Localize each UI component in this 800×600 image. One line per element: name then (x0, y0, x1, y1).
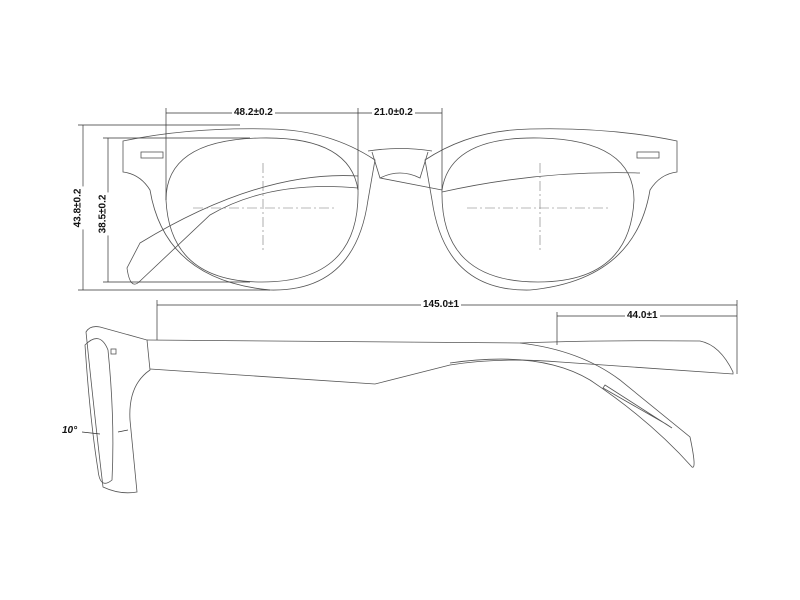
right-lens (441, 137, 635, 283)
angle-label: 10° (60, 425, 80, 437)
temple-bend-label: 44.0±1 (625, 310, 660, 322)
right-frame-outer (424, 128, 678, 291)
right-temple-behind (441, 172, 641, 193)
temple-earpiece (449, 342, 695, 468)
lens-width-label: 48.2±0.2 (232, 107, 275, 119)
temple-side (146, 339, 734, 385)
angle-dimension-lines (81, 429, 129, 435)
left-lens (165, 137, 359, 283)
front-rim-side (85, 326, 151, 494)
lens-height-label: 38.5±0.2 (97, 192, 110, 236)
bridge-width-label: 21.0±0.2 (372, 107, 415, 119)
left-frame-outer (122, 128, 376, 291)
right-hinge-slot (636, 151, 660, 159)
side-view (81, 300, 738, 494)
lens-edge-side (84, 338, 114, 484)
frame-height-label: 43.8±0.2 (72, 186, 85, 230)
lens-centerlines (193, 163, 610, 253)
length-dimension-lines (156, 300, 738, 374)
hinge-pin (110, 348, 117, 355)
front-view (78, 108, 678, 291)
left-hinge-slot (140, 151, 164, 159)
left-temple-behind (126, 175, 359, 285)
width-dimension-lines (165, 108, 443, 200)
earpiece-slot (602, 384, 673, 429)
bridge (367, 148, 443, 191)
temple-length-label: 145.0±1 (421, 299, 462, 311)
